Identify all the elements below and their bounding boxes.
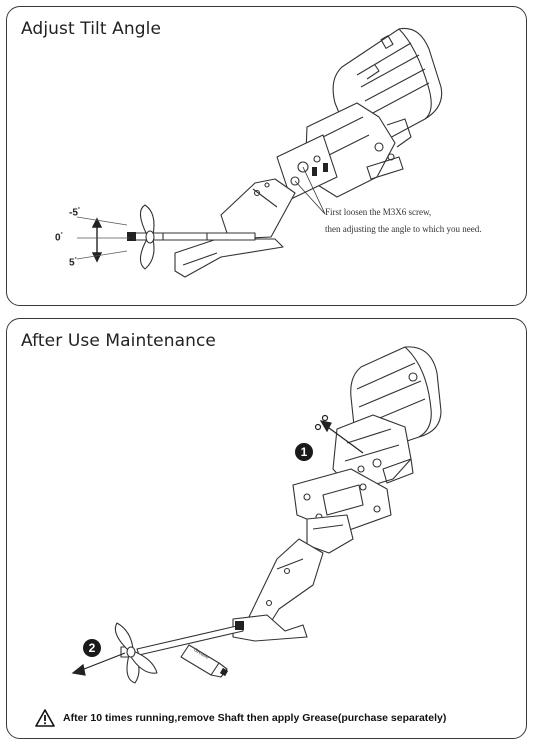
grease-tube [180,644,229,678]
panel-after-use-maintenance: After Use Maintenance [6,318,527,739]
maintenance-illustration [71,346,442,684]
panel-title: Adjust Tilt Angle [21,19,161,39]
warning-banner: After 10 times running,remove Shaft then… [35,709,446,727]
panel-title: After Use Maintenance [21,331,216,351]
removal-arrow-step1 [314,414,364,454]
step-2-badge-icon: 2 [83,639,101,657]
prop-shaft [127,232,256,241]
prop-shaft [120,621,244,658]
angle-guides [76,216,129,260]
note-line-1: First loosen the M3X6 screw, [325,207,432,217]
panel-adjust-tilt-angle: Adjust Tilt Angle [6,6,527,306]
angle-label-top: -5° [69,207,80,219]
note-line-2: then adjusting the angle to which you ne… [325,224,482,234]
removal-arrow-step2 [71,652,126,676]
mount-bracket [292,468,392,534]
angle-label-bottom: 5° [69,257,77,269]
angle-arrows [91,217,103,263]
leg-fin [174,178,296,278]
upper-leg [306,514,354,554]
angle-label-mid: 0° [55,232,63,244]
callout-leaders [294,166,326,215]
warning-triangle-icon [35,709,55,727]
tilt-plate [276,134,338,200]
propeller [139,204,155,270]
tilt-illustration [76,27,443,278]
step-1-badge-icon: 1 [295,443,313,461]
leg-fin [232,538,324,642]
warning-text: After 10 times running,remove Shaft then… [63,712,447,724]
propeller [114,622,158,684]
